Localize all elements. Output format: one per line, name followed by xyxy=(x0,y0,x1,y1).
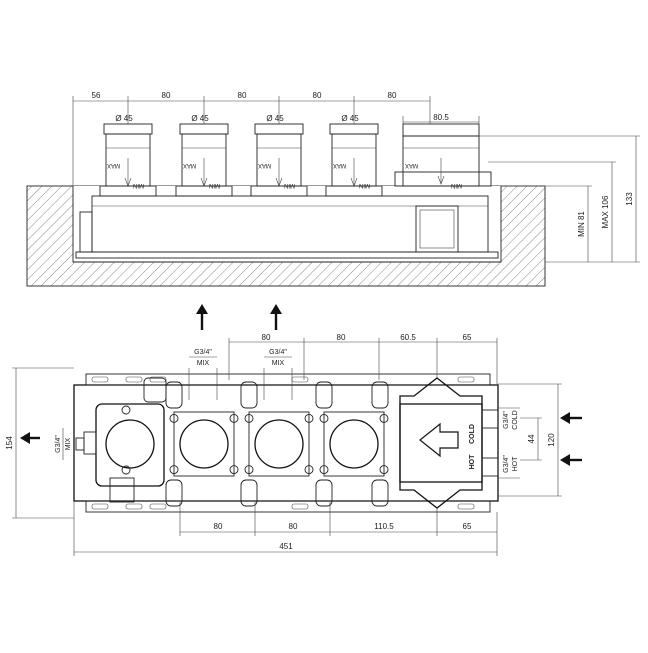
dim-top-65: 65 xyxy=(463,333,472,342)
inlet-cold-label: COLD xyxy=(512,410,519,429)
dim-bot-65: 65 xyxy=(463,522,472,531)
dim-min-81: MIN 81 xyxy=(577,211,586,237)
dim-top-80-b: 80 xyxy=(337,333,346,342)
left-mix-label: MIX xyxy=(65,437,72,450)
frame-slot xyxy=(125,503,143,510)
top-view: MAX MIN Ø 45 MAX MIN Ø 45 MAX MIN Ø 45 MAX MIN Ø 45… xyxy=(26,91,640,287)
dim-80-b: 80 xyxy=(238,91,247,100)
mix-outlet-2-thread: G3/4" xyxy=(269,349,287,356)
diverter-hot-label: HOT xyxy=(469,454,476,470)
diameter-label: Ø 45 xyxy=(115,114,133,123)
cartridge-body-1 xyxy=(165,381,239,507)
inlet-cold-thread: G3/4" xyxy=(503,411,510,429)
left-block xyxy=(79,211,93,253)
diameter-label: Ø 45 xyxy=(266,114,284,123)
mix-outlet-2-label: MIX xyxy=(272,360,285,367)
frame-slot xyxy=(91,376,109,383)
frame-slot xyxy=(91,503,109,510)
dim-44: 44 xyxy=(527,434,536,443)
dim-80-d: 80 xyxy=(388,91,397,100)
diverter-cartridge: MAX MIN xyxy=(394,123,492,188)
dim-bot-80-b: 80 xyxy=(289,522,298,531)
cartridge-4: MAX MIN Ø 45 xyxy=(325,114,383,197)
dim-max-106: MAX 106 xyxy=(601,195,610,228)
bottom-view: COLD HOT G3/4" MIX G3/4" MIX 80 xyxy=(5,333,582,556)
mix-outlet-1-label: MIX xyxy=(197,360,210,367)
arrow-left-icon xyxy=(560,412,570,424)
cartridge-bodies xyxy=(165,381,389,507)
mix-outlet-1-thread: G3/4" xyxy=(194,349,212,356)
dim-80-5: 80.5 xyxy=(433,113,449,122)
dim-120: 120 xyxy=(547,433,556,447)
left-outlet-housing xyxy=(75,377,167,503)
right-inlets: G3/4" COLD G3/4" HOT 120 44 xyxy=(498,383,582,497)
left-mix-thread: G3/4" xyxy=(55,435,62,453)
diverter-body: COLD HOT xyxy=(399,377,499,509)
dim-overall-451: 451 xyxy=(279,542,293,551)
stem-max-label: MAX xyxy=(405,162,418,168)
inlet-hot-thread: G3/4" xyxy=(503,455,510,473)
frame-slot xyxy=(291,503,309,510)
flow-arrows-up xyxy=(196,304,282,330)
cartridge-body-2 xyxy=(240,381,314,507)
arrow-up-icon xyxy=(270,304,282,314)
dim-133: 133 xyxy=(625,192,634,206)
stem-max-label: MAX xyxy=(107,162,120,168)
frame-slot xyxy=(125,376,143,383)
recess-outline xyxy=(72,186,502,263)
diverter-cold-label: COLD xyxy=(469,424,476,444)
dim-80-a: 80 xyxy=(162,91,171,100)
diverter-block xyxy=(415,205,459,253)
flow-direction-icon xyxy=(419,422,459,458)
stem-max-label: MAX xyxy=(258,162,271,168)
left-height-dimension: 154 G3/4" MIX xyxy=(5,367,74,519)
frame-slot xyxy=(291,376,309,383)
dim-bot-80-a: 80 xyxy=(214,522,223,531)
arrow-left-icon xyxy=(20,432,30,444)
stem-min-label: MIN xyxy=(284,182,295,188)
stem-max-label: MAX xyxy=(183,162,196,168)
dim-top-60-5: 60.5 xyxy=(400,333,416,342)
cartridge-body-3 xyxy=(315,381,389,507)
frame-slot xyxy=(457,376,475,383)
stem-min-label: MIN xyxy=(451,182,462,188)
cartridge-3: MAX MIN Ø 45 xyxy=(250,114,308,197)
cartridge-1: MAX MIN Ø 45 xyxy=(99,114,157,197)
stem-min-label: MIN xyxy=(133,182,144,188)
bottom-bottom-dimensions: 80 80 110.5 65 451 xyxy=(73,501,498,556)
dim-bot-110-5: 110.5 xyxy=(374,522,394,531)
stem-max-label: MAX xyxy=(333,162,346,168)
bracket xyxy=(371,381,389,507)
height-dimensions: MIN 81 MAX 106 133 xyxy=(479,135,640,263)
frame-slot xyxy=(149,503,167,510)
inlet-hot-label: HOT xyxy=(512,456,519,472)
diameter-label: Ø 45 xyxy=(191,114,209,123)
dim-top-80-a: 80 xyxy=(262,333,271,342)
stem-min-label: MIN xyxy=(209,182,220,188)
stem-min-label: MIN xyxy=(359,182,370,188)
top-dimensions: 56 80 80 80 80 80.5 xyxy=(72,91,480,186)
dim-80-c: 80 xyxy=(313,91,322,100)
dim-154: 154 xyxy=(5,436,14,450)
frame-slots xyxy=(91,376,475,510)
top-mix-outlets: G3/4" MIX G3/4" MIX xyxy=(188,349,293,400)
frame-slot xyxy=(457,503,475,510)
cartridge-2: MAX MIN Ø 45 xyxy=(175,114,233,197)
arrow-left-icon xyxy=(560,454,570,466)
dim-56: 56 xyxy=(92,91,101,100)
cartridges: MAX MIN Ø 45 MAX MIN Ø 45 MAX MIN Ø 45 MAX MIN Ø 45 xyxy=(99,114,383,197)
arrow-up-icon xyxy=(196,304,208,314)
frame-slot xyxy=(149,376,167,383)
wall-recess xyxy=(73,186,501,262)
diameter-label: Ø 45 xyxy=(341,114,359,123)
bottom-top-dimensions: 80 80 60.5 65 xyxy=(228,333,498,385)
